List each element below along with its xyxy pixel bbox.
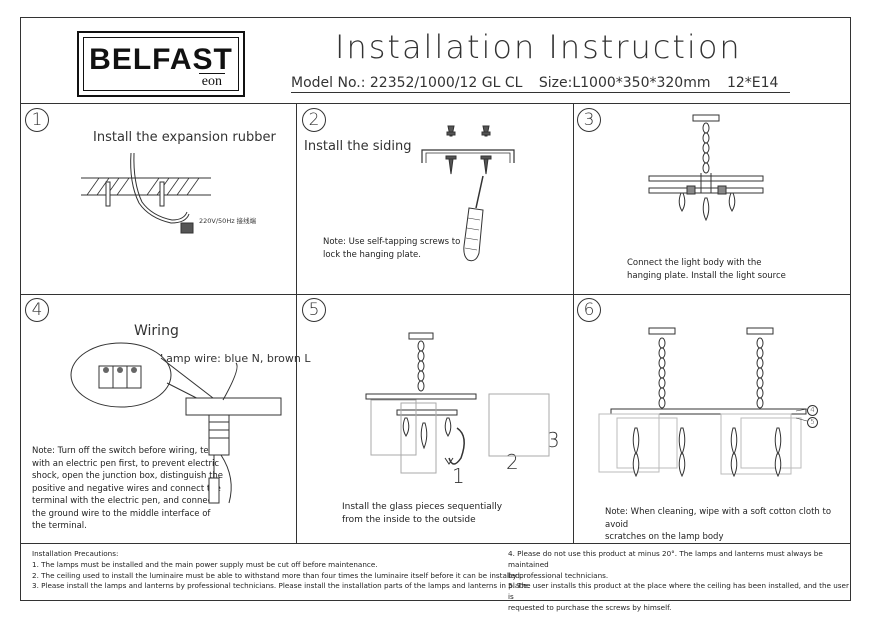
step-4-label: Wiring [134,323,179,339]
step-6-note-line: Note: When cleaning, wipe with a soft co… [605,507,832,530]
precaution-line: 4. Please do not use this product at min… [508,549,823,569]
step-5-marker-3: 3 [547,428,560,452]
step-5-note: Install the glass pieces sequentially fr… [342,501,502,526]
step-3-note-line: Connect the light body with the [627,258,762,268]
step-2-number: 2 [302,108,326,132]
step-5-note-line: Install the glass pieces sequentially [342,502,503,512]
step-2-note-line: lock the hanging plate. [323,249,421,260]
logo-frame [83,37,239,91]
precautions-right: 4. Please do not use this product at min… [508,549,850,614]
step-4-note-line: shock, open the junction box, distinguis… [32,471,224,481]
step-4-note-line: Note: Turn off the switch before wiring,… [32,446,217,456]
step-4-note-line: the ground wire to the middle interface … [32,508,211,519]
step-1-voltage-label: 220V/50Hz 接线端 [199,217,257,225]
step-4-note: Note: Turn off the switch before wiring,… [32,445,223,533]
step-6-marker-4: 4 [807,405,818,416]
step-4-number: 4 [25,298,49,322]
step-2-note-line: Note: Use self-tapping screws to [323,237,461,247]
brand-logo: BELFAST eon [77,31,245,97]
logo-wordmark: BELFAST [89,43,233,76]
step-6-note-line: scratches on the lamp body [605,532,724,542]
step-3-number: 3 [577,108,601,132]
model-number: Model No.: 22352/1000/12 GL CL [291,75,523,91]
step-3-note: Connect the light body with the hanging … [627,257,786,282]
precautions-left: Installation Precautions: 1. The lamps m… [32,549,530,592]
step-1-label: Install the expansion rubber [93,130,276,145]
step-5-note-line: from the inside to the outside [342,514,476,525]
step-2-label: Install the siding [304,139,412,154]
step-2-illustration [421,125,515,262]
precaution-line: requested to purchase the screws by hims… [508,602,672,612]
step-1-number: 1 [25,108,49,132]
step-5-illustration [365,332,550,474]
step-6-number: 6 [577,298,601,322]
step-2-note: Note: Use self-tapping screws to lock th… [323,236,460,261]
model-bulbs: 12*E14 [726,75,779,91]
step-6-note: Note: When cleaning, wipe with a soft co… [605,506,850,544]
precaution-line: 3. Please install the lamps and lanterns… [32,581,530,591]
step-4-note-line: the terminal. [32,521,87,531]
precaution-line: 5. The user installs this product at the… [508,581,849,602]
column-divider [296,103,297,543]
step-6-illustration [598,327,808,478]
header-divider [21,103,850,104]
step-5-marker-1: 1 [452,464,465,488]
step-3-illustration [648,114,764,222]
step-4-note-line: with an electric pen first, to prevent e… [32,458,220,469]
instruction-sheet: BELFAST eon Installation Instruction Mod… [20,17,851,612]
precaution-line: 1. The lamps must be installed and the m… [32,559,378,569]
step-4-illustration [70,342,282,504]
model-size: Size:L1000*350*320mm [538,75,711,91]
column-divider [573,103,574,543]
precaution-line: by professional technicians. [508,570,609,580]
step-3-note-line: hanging plate. Install the light source [627,270,786,281]
step-5-number: 5 [302,298,326,322]
step-4-note-line: terminal with the electric pen, and conn… [32,496,216,506]
row-divider [21,294,850,295]
model-line: Model No.: 22352/1000/12 GL CL Size:L100… [291,75,791,93]
page-title: Installation Instruction [335,28,742,66]
logo-subtext: eon [198,73,225,90]
step-1-illustration [81,152,211,234]
step-4-note-line: positive and negative wires and connect … [32,483,221,494]
precaution-line: Installation Precautions: [32,549,119,558]
precaution-line: 2. The ceiling used to install the lumin… [32,570,523,580]
footer-divider [21,543,850,544]
step-4-wire-label: Lamp wire: blue N, brown L [160,352,311,365]
step-6-marker-5: 5 [807,417,818,428]
